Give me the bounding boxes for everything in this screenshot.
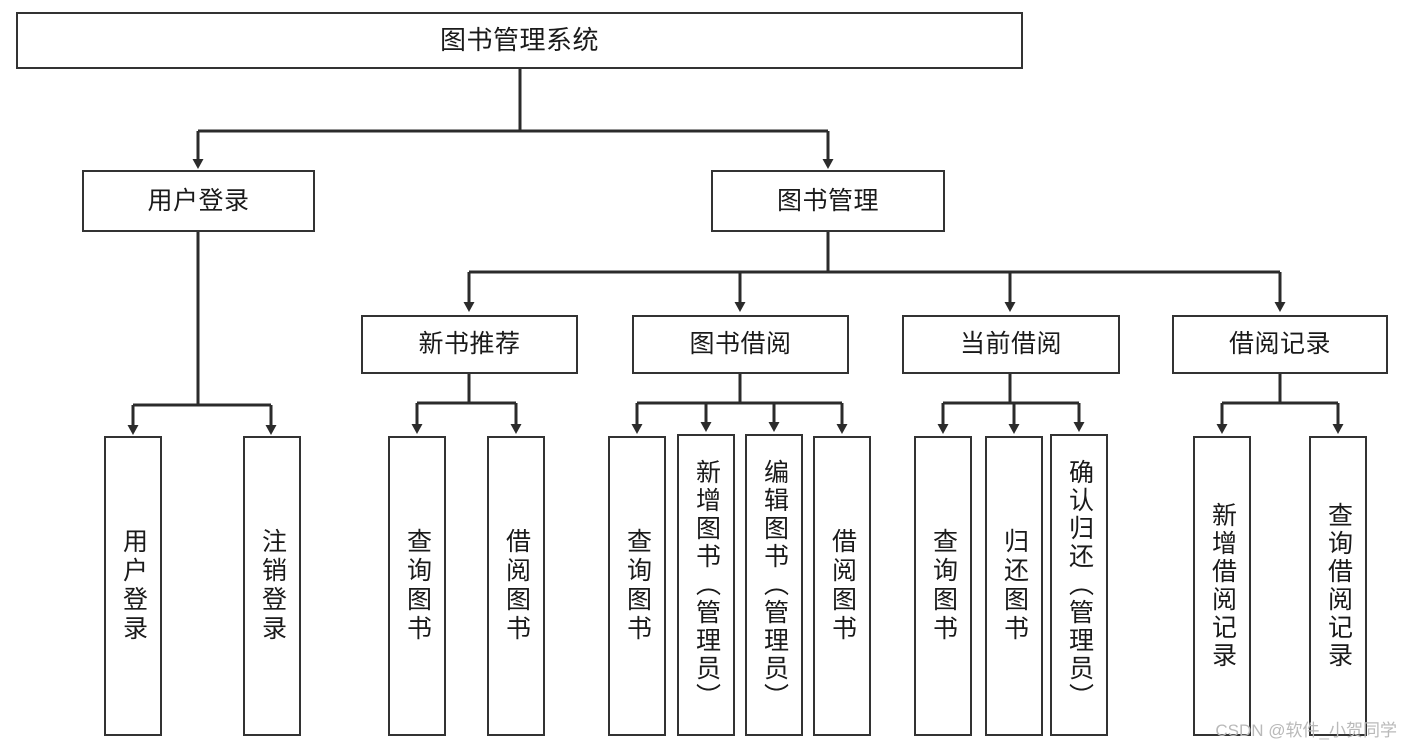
csdn-watermark: CSDN @软件_小贺同学 — [1215, 721, 1397, 740]
node-label: 图书管理系统 — [439, 25, 599, 56]
node-leaf-query-book-3[interactable]: 查询图书 — [914, 436, 972, 736]
node-root-system[interactable]: 图书管理系统 — [16, 12, 1023, 69]
node-book-management[interactable]: 图书管理 — [711, 170, 945, 232]
node-label: 图书借阅 — [689, 330, 792, 358]
node-label: 图书管理 — [776, 186, 879, 215]
node-borrow-record[interactable]: 借阅记录 — [1172, 315, 1388, 374]
node-label: 当前借阅 — [959, 330, 1062, 358]
node-label: 查询图书 — [403, 528, 432, 644]
node-label: 编辑图书（管理员） — [760, 459, 789, 711]
node-label: 注销登录 — [258, 528, 287, 644]
node-label: 新增借阅记录 — [1208, 502, 1237, 670]
node-label: 借阅图书 — [502, 528, 531, 644]
node-leaf-confirm-return[interactable]: 确认归还（管理员） — [1050, 434, 1108, 736]
node-label: 查询借阅记录 — [1324, 502, 1353, 670]
node-label: 查询图书 — [929, 528, 958, 644]
node-label: 借阅图书 — [828, 528, 857, 644]
node-leaf-borrow-book-1[interactable]: 借阅图书 — [487, 436, 545, 736]
node-label: 确认归还（管理员） — [1065, 459, 1094, 711]
node-leaf-add-record[interactable]: 新增借阅记录 — [1193, 436, 1251, 736]
node-label: 新增图书（管理员） — [692, 459, 721, 711]
node-leaf-query-book-2[interactable]: 查询图书 — [608, 436, 666, 736]
node-label: 归还图书 — [1000, 528, 1029, 644]
node-leaf-borrow-book-2[interactable]: 借阅图书 — [813, 436, 871, 736]
node-leaf-add-book[interactable]: 新增图书（管理员） — [677, 434, 735, 736]
node-new-book-recommend[interactable]: 新书推荐 — [361, 315, 578, 374]
node-leaf-query-book-1[interactable]: 查询图书 — [388, 436, 446, 736]
node-leaf-logout[interactable]: 注销登录 — [243, 436, 301, 736]
node-current-borrow[interactable]: 当前借阅 — [902, 315, 1120, 374]
node-leaf-query-record[interactable]: 查询借阅记录 — [1309, 436, 1367, 736]
node-book-borrow[interactable]: 图书借阅 — [632, 315, 849, 374]
node-label: 用户登录 — [147, 186, 250, 215]
node-leaf-return-book[interactable]: 归还图书 — [985, 436, 1043, 736]
node-label: 新书推荐 — [418, 330, 521, 358]
node-label: 用户登录 — [119, 528, 148, 644]
node-label: 查询图书 — [623, 528, 652, 644]
node-user-login[interactable]: 用户登录 — [82, 170, 315, 232]
node-leaf-edit-book[interactable]: 编辑图书（管理员） — [745, 434, 803, 736]
node-label: 借阅记录 — [1228, 330, 1331, 358]
node-leaf-user-login[interactable]: 用户登录 — [104, 436, 162, 736]
